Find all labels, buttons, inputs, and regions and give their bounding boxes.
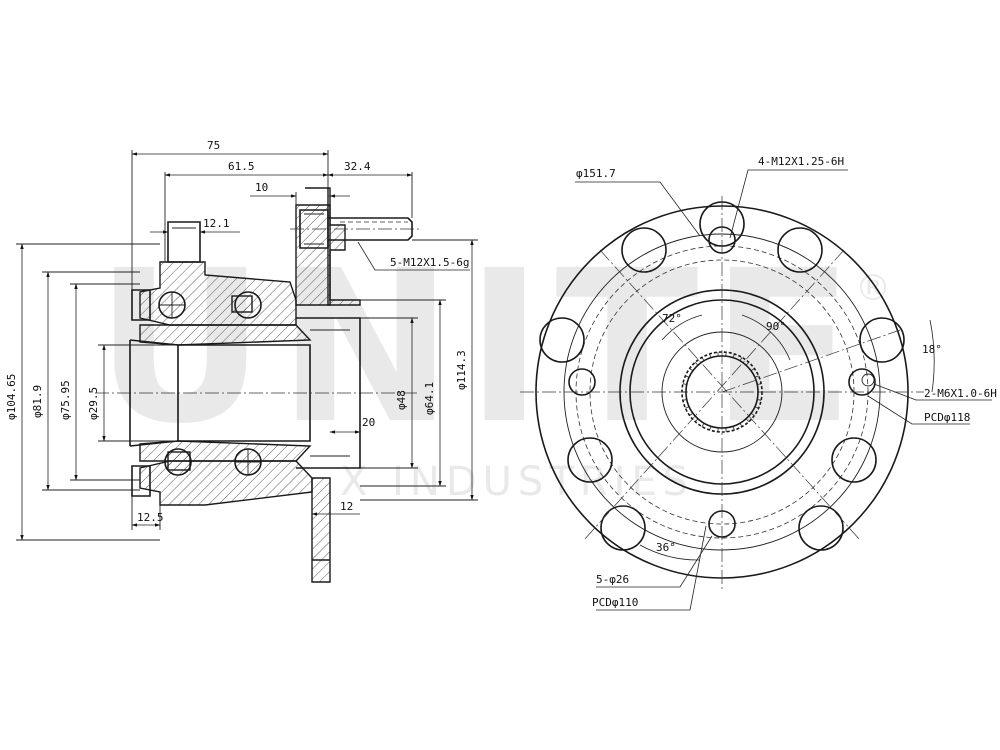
seal-upper	[131, 289, 151, 321]
dim-32-4-label: 32.4	[344, 160, 371, 173]
spline-tooth	[682, 383, 687, 385]
leader-5-holes	[596, 535, 713, 588]
angle-90-label: 90°	[766, 320, 786, 333]
dia-151-7-label: φ151.7	[576, 167, 616, 180]
spline-tooth	[694, 418, 699, 422]
spline-teeth	[682, 352, 762, 432]
lightening-hole-6	[777, 227, 823, 273]
arc-90	[741, 314, 791, 361]
cage-lower	[167, 451, 191, 471]
spline-tooth	[701, 357, 705, 362]
dia-81-9-label: φ81.9	[31, 385, 44, 418]
spline-tooth	[709, 426, 712, 431]
dim-10-label: 10	[255, 181, 268, 194]
cage-upper	[231, 295, 253, 313]
dim-20-label: 20	[362, 416, 375, 429]
lightening-hole-3	[798, 505, 844, 551]
watermark: UNITE ® X INDUSTRIES	[95, 225, 891, 505]
lightening-hole-2	[859, 317, 905, 363]
spline-tooth	[745, 418, 750, 422]
spline-tooth	[701, 422, 705, 427]
bore	[177, 344, 311, 442]
spline-tooth	[754, 406, 759, 409]
pilot-inner	[310, 329, 350, 457]
leader-pcd-118	[867, 395, 970, 425]
spline-tooth	[745, 362, 750, 366]
arc-72	[661, 314, 703, 341]
spline-tooth	[750, 412, 755, 416]
spline-tooth	[694, 362, 699, 366]
flange-lower	[311, 477, 331, 583]
dia-104-65-label: φ104.65	[5, 374, 18, 420]
spline-tooth	[732, 353, 735, 358]
angle-36-label: 36°	[656, 541, 676, 554]
dia-114-3-label: φ114.3	[455, 350, 468, 390]
lightening-hole-8	[567, 437, 613, 483]
dim-12-label: 12	[340, 500, 353, 513]
stud-head	[299, 209, 329, 249]
dim-12-5-label: 12.5	[137, 511, 164, 524]
spline-tooth	[739, 422, 743, 427]
angle-18-label: 18°	[922, 343, 942, 356]
spline-tooth	[732, 426, 735, 431]
arc-36	[639, 544, 701, 561]
m6-hole-1	[861, 373, 875, 387]
flange-web-upper	[295, 204, 331, 306]
holes-5-label: 5-φ26	[596, 573, 629, 586]
ball-lower-left	[164, 448, 192, 476]
watermark-sub: X INDUSTRIES	[340, 459, 694, 505]
dim-75-label: 75	[207, 139, 220, 152]
lightening-hole-5	[539, 317, 585, 363]
side-section-view: 75 61.5 32.4 10 12.1 5-M12X1.5-6g φ104.6…	[5, 139, 478, 583]
leader-pcd-110	[596, 525, 707, 611]
angle-72-label: 72°	[662, 312, 682, 325]
front-center-d2	[583, 249, 845, 541]
inner-sleeve-upper	[139, 324, 312, 346]
spline-tooth	[754, 375, 759, 378]
front-center-d1	[599, 249, 861, 541]
stud-hole-4	[848, 368, 876, 396]
spline-tooth	[750, 368, 755, 372]
front-view: φ151.7 4-M12X1.25-6H 72° 90° 18° 2-M6X1.…	[520, 155, 997, 611]
leader-4-thread	[729, 169, 848, 239]
leader-151-7	[575, 181, 701, 237]
lightening-hole-4	[600, 505, 646, 551]
spline-tooth	[689, 412, 694, 416]
dia-29-5-label: φ29.5	[87, 387, 100, 420]
arc-18	[929, 319, 935, 393]
dia-48-label: φ48	[395, 390, 408, 410]
front-center-d3	[721, 329, 901, 393]
thread-2-label: 2-M6X1.0-6H	[924, 387, 997, 400]
leader-2-thread	[873, 383, 992, 401]
spline-tooth	[709, 353, 712, 358]
dia-75-95-label: φ75.95	[59, 380, 72, 420]
bore-entry	[129, 339, 179, 447]
spline-tooth	[685, 406, 690, 409]
stud-thread-label: 5-M12X1.5-6g	[390, 256, 469, 269]
dim-61-5-label: 61.5	[228, 160, 255, 173]
dim-12-1-label: 12.1	[203, 217, 230, 230]
pcd-110-label: PCDφ110	[592, 596, 638, 609]
lightening-hole-7	[621, 227, 667, 273]
spline-tooth	[682, 399, 687, 401]
stud-hole-3	[568, 368, 596, 396]
spline-tooth	[689, 368, 694, 372]
mount-tab	[167, 221, 201, 263]
watermark-brand: UNITE	[95, 225, 866, 470]
dia-64-1-label: φ64.1	[423, 382, 436, 415]
spline-tooth	[685, 375, 690, 378]
lightening-hole-9	[831, 437, 877, 483]
pilot-cylinder	[296, 317, 361, 469]
stud-knurl	[304, 213, 324, 245]
leader-stud-thread	[357, 241, 470, 271]
seal-lower	[131, 465, 151, 497]
thread-4-label: 4-M12X1.25-6H	[758, 155, 844, 168]
spline-tooth	[739, 357, 743, 362]
spline-tooth	[757, 399, 762, 401]
spline-tooth	[757, 383, 762, 385]
pcd-118-label: PCDφ118	[924, 411, 970, 424]
